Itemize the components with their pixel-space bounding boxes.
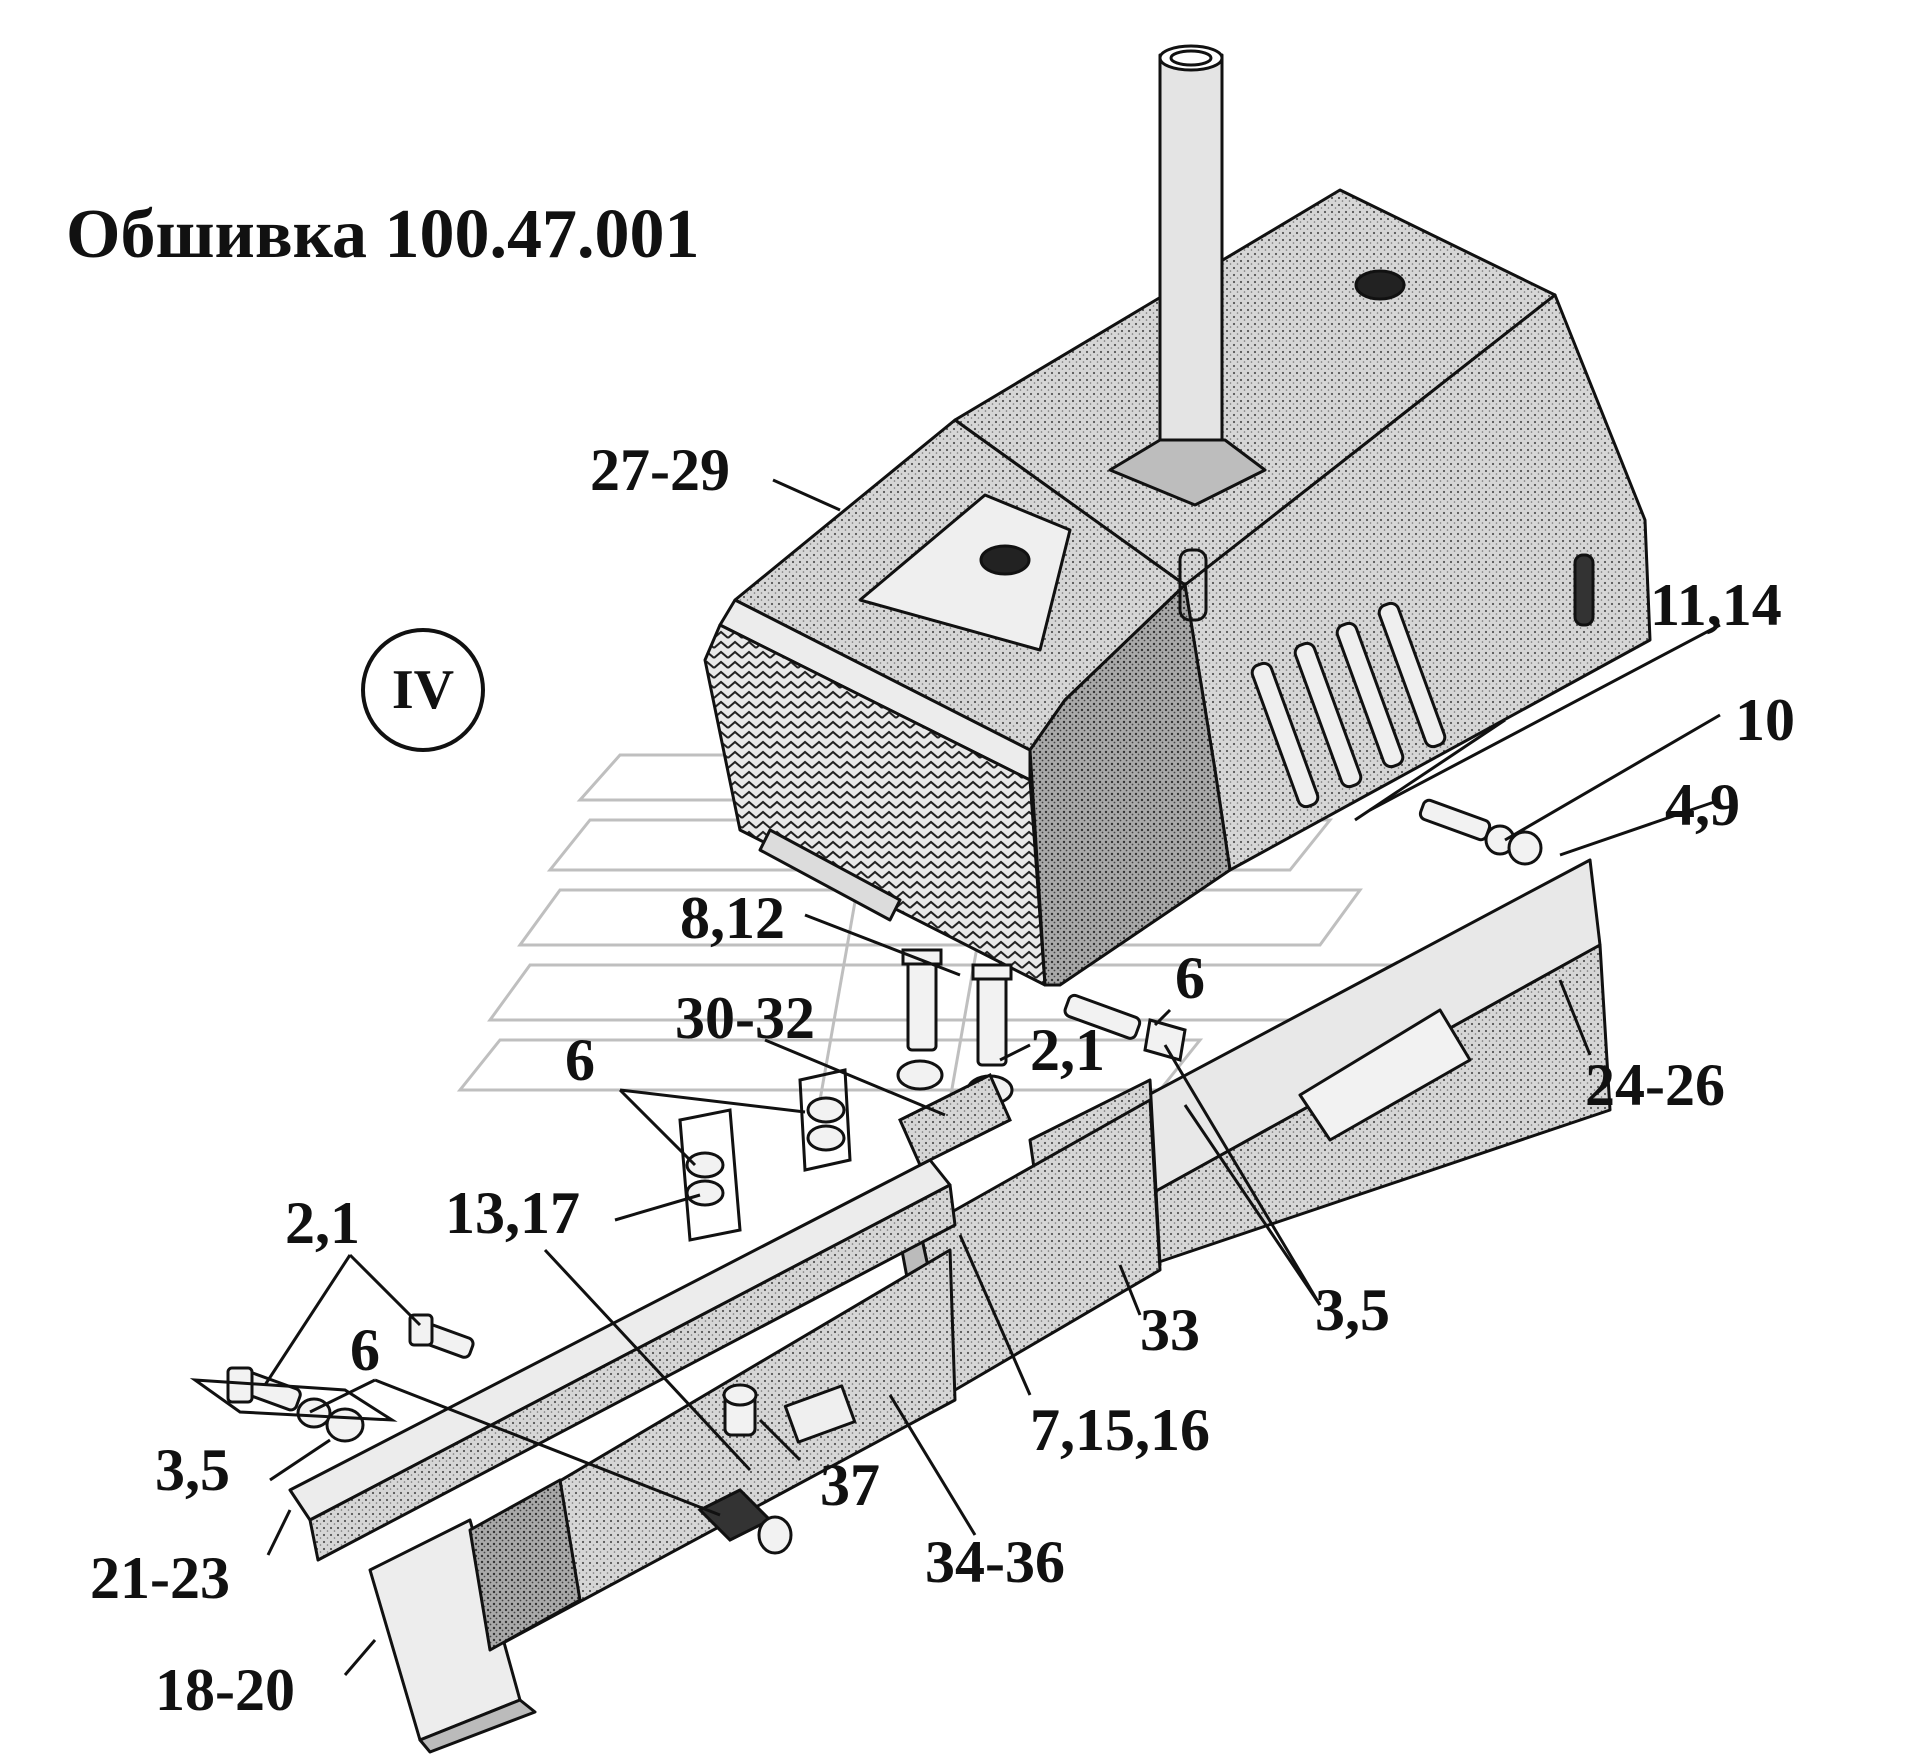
view-marker-label: IV (391, 659, 455, 721)
front-lower-assembly (288, 1158, 957, 1754)
fasteners (189, 798, 1543, 1555)
callout-13-17: 13,17 (445, 1180, 580, 1246)
callout-21-23: 21-23 (90, 1545, 230, 1611)
callout-11-14: 11,14 (1650, 572, 1782, 638)
callout-6-top: 6 (1175, 945, 1205, 1011)
leader-lines (263, 478, 1721, 1676)
callout-30-32: 30-32 (675, 985, 815, 1051)
drawing-title: Обшивка 100.47.001 (66, 196, 700, 273)
callout-37: 37 (820, 1452, 880, 1518)
callout-6-low: 6 (350, 1317, 380, 1383)
callout-3-5-left: 3,5 (155, 1437, 230, 1503)
callout-33: 33 (1140, 1297, 1200, 1363)
callout-7-15-16: 7,15,16 (1030, 1397, 1210, 1463)
callout-18-20: 18-20 (155, 1657, 295, 1723)
callout-6-left: 6 (565, 1027, 595, 1093)
callout-4-9: 4,9 (1665, 772, 1740, 838)
view-marker-circle: IV (361, 628, 485, 752)
callout-2-1-left: 2,1 (285, 1190, 360, 1256)
callout-24-26: 24-26 (1585, 1052, 1725, 1118)
callout-10: 10 (1735, 687, 1795, 753)
callout-34-36: 34-36 (925, 1529, 1065, 1595)
callout-3-5-right: 3,5 (1315, 1277, 1390, 1343)
callout-8-12: 8,12 (680, 885, 785, 951)
callout-2-1-mid: 2,1 (1030, 1017, 1105, 1083)
hood-cover (703, 44, 1652, 987)
callout-27-29: 27-29 (590, 437, 730, 503)
